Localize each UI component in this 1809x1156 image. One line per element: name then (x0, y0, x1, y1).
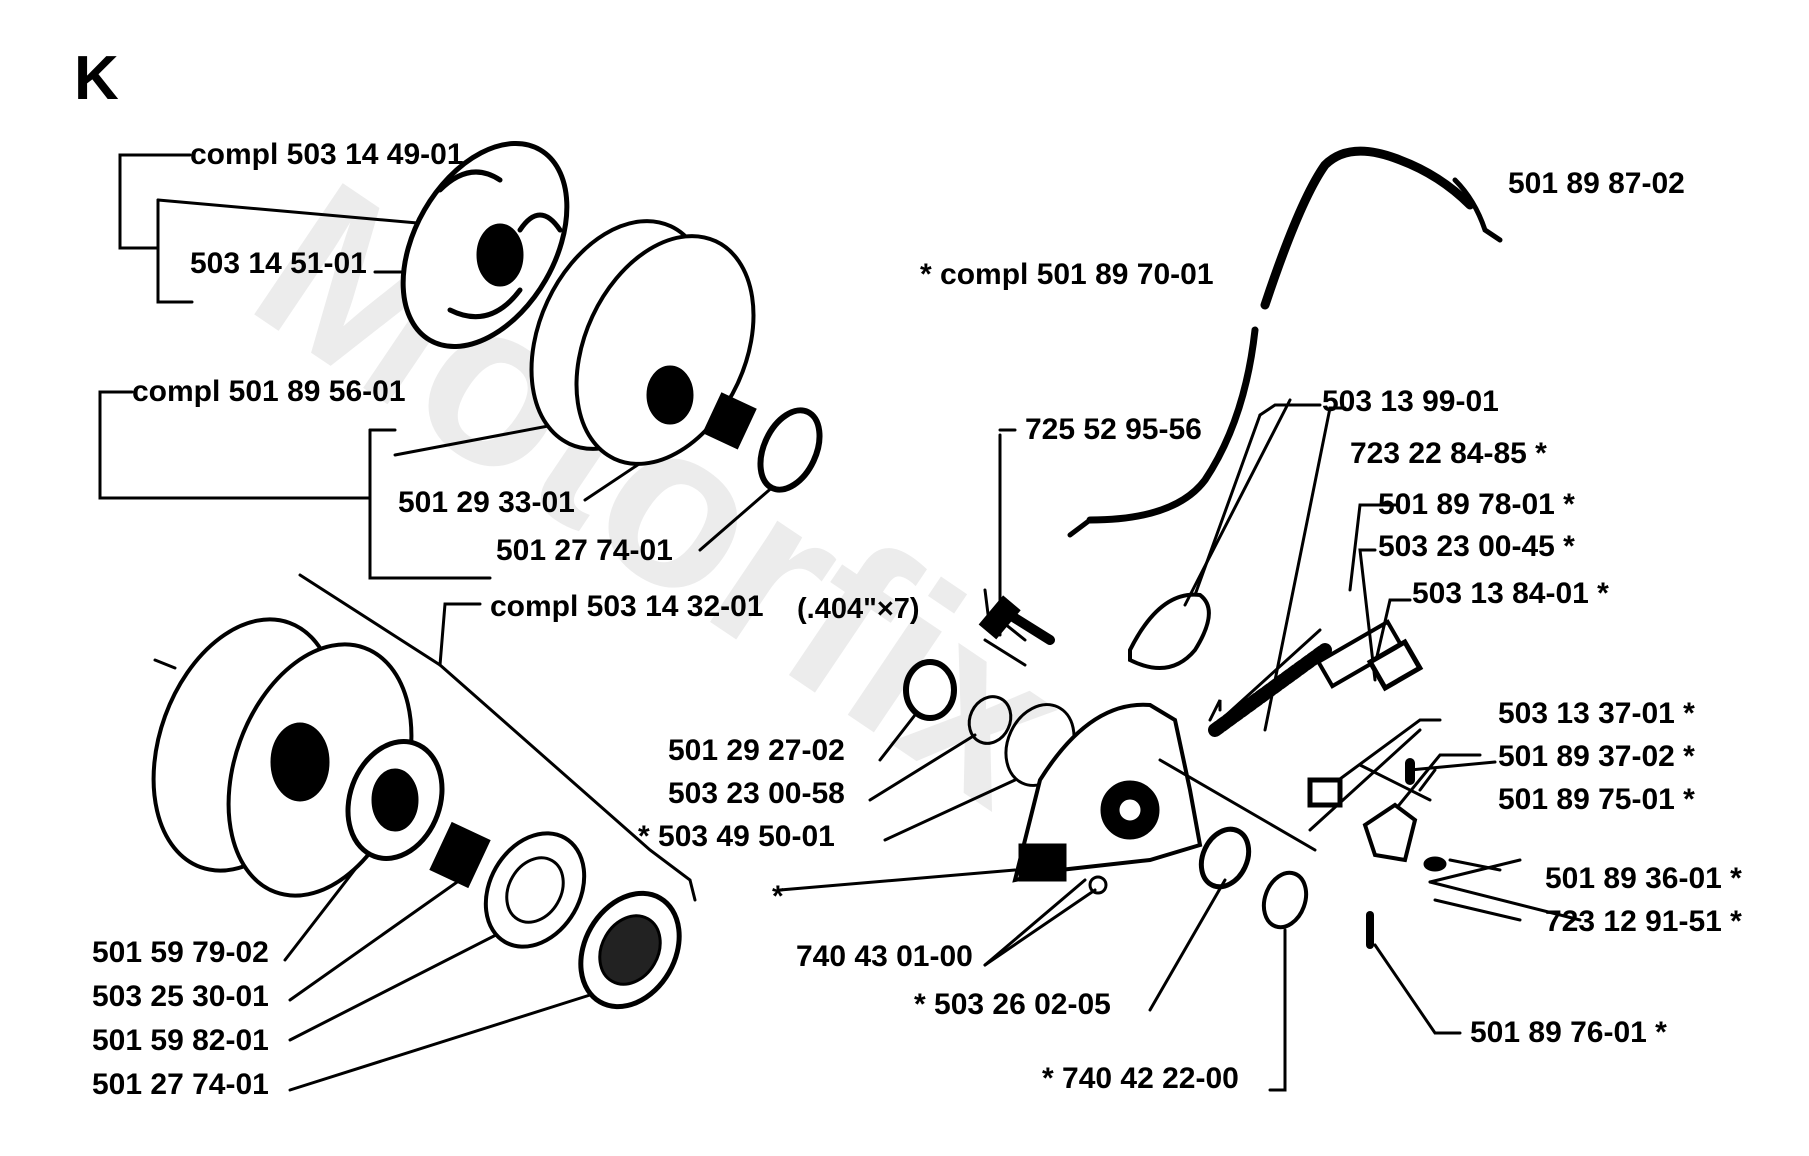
label-725-52-95-56: 725 52 95-56 (1025, 413, 1202, 446)
label-501-29-27-02: 501 29 27-02 (668, 734, 845, 767)
label-501-89-78-01: 501 89 78-01 * (1378, 488, 1575, 521)
label-compl-501-89-56-01: compl 501 89 56-01 (132, 375, 406, 408)
label-503-14-51-01: 503 14 51-01 (190, 247, 367, 280)
label-501-59-79-02: 501 59 79-02 (92, 936, 269, 969)
label-740-43-01-00: 740 43 01-00 (796, 940, 973, 973)
label-compl-501-89-70-01: * compl 501 89 70-01 (920, 258, 1214, 291)
label-503-23-00-45: 503 23 00-45 * (1378, 530, 1575, 563)
label-501-29-33-01: 501 29 33-01 (398, 486, 575, 519)
label-503-49-50-01: * 503 49 50-01 (638, 820, 835, 853)
label-501-89-75-01: 501 89 75-01 * (1498, 783, 1695, 816)
label-503-26-02-05: * 503 26 02-05 (914, 988, 1111, 1021)
label-503-13-99-01: 503 13 99-01 (1322, 385, 1499, 418)
label-501-89-37-02: 501 89 37-02 * (1498, 740, 1695, 773)
label-501-27-74-01-top: 501 27 74-01 (496, 534, 673, 567)
label-chain-spec: (.404"×7) (797, 593, 920, 625)
bracket-compl-503-14-32-01 (438, 602, 482, 667)
label-501-89-76-01: 501 89 76-01 * (1470, 1016, 1667, 1049)
label-723-22-84-85: 723 22 84-85 * (1350, 437, 1547, 470)
label-740-42-22-00: * 740 42 22-00 (1042, 1062, 1239, 1095)
label-compl-503-14-49-01: compl 503 14 49-01 (190, 138, 464, 171)
label-503-13-84-01: 503 13 84-01 * (1412, 577, 1609, 610)
label-723-12-91-51: 723 12 91-51 * (1545, 905, 1742, 938)
label-503-25-30-01: 503 25 30-01 (92, 980, 269, 1013)
label-503-13-37-01: 503 13 37-01 * (1498, 697, 1695, 730)
label-compl-503-14-32-01: compl 503 14 32-01 (490, 590, 764, 623)
bracket-compl-501-89-56-01 (98, 390, 372, 500)
label-star-left: * (772, 880, 784, 913)
label-501-27-74-01-bottom: 501 27 74-01 (92, 1068, 269, 1101)
section-letter: K (74, 44, 119, 113)
label-503-23-00-58: 503 23 00-58 (668, 777, 845, 810)
label-501-89-36-01: 501 89 36-01 * (1545, 862, 1742, 895)
bracket-compl-503-14-49-01 (118, 153, 192, 250)
label-501-59-82-01: 501 59 82-01 (92, 1024, 269, 1057)
label-501-89-87-02: 501 89 87-02 (1508, 167, 1685, 200)
